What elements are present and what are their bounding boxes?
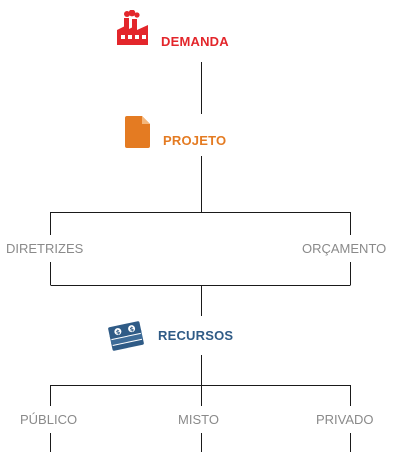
money-stack-icon: $ $ [108, 321, 144, 351]
branch-orcamento: ORÇAMENTO [302, 241, 387, 256]
node-recursos: RECURSOS [158, 328, 234, 343]
branch-privado: PRIVADO [316, 412, 374, 427]
document-icon [125, 116, 150, 148]
node-demanda: DEMANDA [161, 34, 229, 49]
factory-icon [117, 10, 148, 45]
branch-diretrizes: DIRETRIZES [6, 241, 84, 256]
svg-text:$: $ [115, 329, 121, 337]
branch-publico: PÚBLICO [20, 412, 78, 427]
svg-text:$: $ [129, 326, 135, 334]
node-projeto: PROJETO [163, 133, 227, 148]
branch-misto: MISTO [178, 412, 219, 427]
